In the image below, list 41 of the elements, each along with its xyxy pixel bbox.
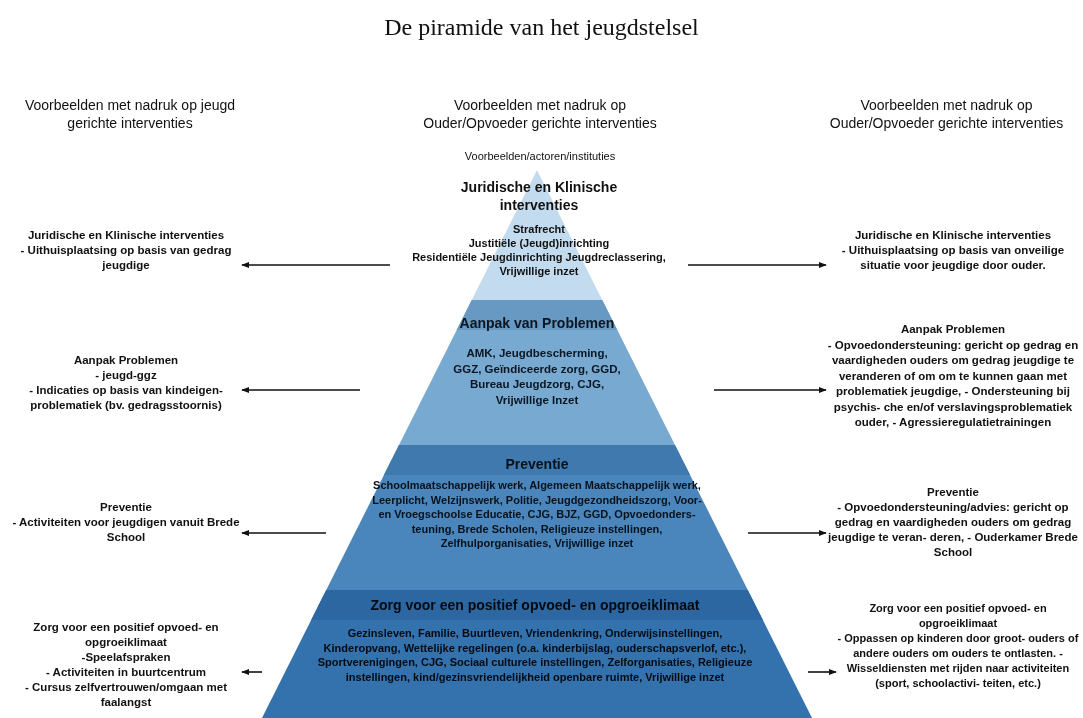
- level-text: Vrijwillige inzet: [498, 264, 580, 278]
- note-heading: Zorg voor een positief opvoed- en opgroeiklimaat: [868, 601, 1048, 631]
- note-text: - Opvoedondersteuning/advies: gericht op gedrag en vaardigheden ouders om gedrag jeugdige te veran- deren, - Ouderkamer Brede School: [826, 500, 1079, 560]
- note-heading: Aanpak Problemen: [899, 322, 1007, 337]
- arrow: [807, 668, 837, 676]
- note-text: - Indicaties op basis van kindeigen- problematiek (bv. gedragsstoornis): [28, 383, 224, 413]
- note-text: - Uithuisplaatsing op basis van onveilige situatie voor jeugdige door ouder.: [840, 243, 1066, 273]
- column-heading: Voorbeelden met nadruk op jeugd gerichte interventies: [23, 96, 237, 132]
- arrow: [241, 529, 327, 537]
- diagram-title: De piramide van het jeugdstelsel: [383, 14, 700, 41]
- arrow: [241, 261, 391, 269]
- arrow: [241, 668, 263, 676]
- note-text: - Activiteiten in buurtcentrum: [45, 665, 207, 680]
- arrow: [713, 386, 827, 394]
- note-text: - Oppassen op kinderen door groot- ouders of andere ouders om ouders te ontlasten. - Wisseldiensten met rijden naar activiteiten (sport, schoolactivi- teiten, etc.): [836, 631, 1080, 691]
- level-text: AMK, Jeugdbescherming, GGZ, Geïndiceerde zorg, GGD, Bureau Jeugdzorg, CJG, Vrijwillige Inzet: [452, 346, 622, 408]
- pyramid-caption: Voorbeelden/actoren/instituties: [463, 149, 617, 164]
- note-heading: Juridische en Klinische interventies: [853, 228, 1053, 243]
- note-text: - jeugd-ggz: [94, 368, 158, 383]
- level-heading: Aanpak van Problemen: [458, 314, 616, 332]
- note-heading: Preventie: [99, 500, 153, 515]
- level-text: Strafrecht: [512, 222, 566, 236]
- level-heading: Preventie: [504, 455, 570, 473]
- note-text: -Speelafspraken: [80, 650, 172, 665]
- note-text: - Cursus zelfvertrouwen/omgaan met faalangst: [24, 680, 228, 710]
- note-heading: Juridische en Klinische interventies: [26, 228, 226, 243]
- note-text: - Opvoedondersteuning: gericht op gedrag en vaardigheden ouders om gedrag jeugdige te veranderen of om om te kunnen gaan met problematiek jeugdige, - Ondersteuning bij psychis- che en/of verslavingsproblematiek ouder, - Agressieregulatietrainingen: [826, 337, 1080, 430]
- arrow: [241, 386, 361, 394]
- arrow: [687, 261, 827, 269]
- level-text: Residentiële Jeugdinrichting Jeugdreclassering,: [411, 250, 667, 264]
- pyramid-level: [326, 445, 748, 590]
- level-text: Justitiële (Jeugd)inrichting: [467, 236, 611, 250]
- note-heading: Preventie: [926, 485, 980, 500]
- column-heading: Voorbeelden met nadruk op Ouder/Opvoeder gerichte interventies: [422, 96, 658, 132]
- note-text: - Activiteiten voor jeugdigen vanuit Brede School: [11, 515, 241, 545]
- note-text: - Uithuisplaatsing op basis van gedrag jeugdige: [19, 243, 233, 273]
- arrow: [747, 529, 827, 537]
- note-heading: Zorg voor een positief opvoed- en opgroeiklimaat: [32, 620, 220, 650]
- column-heading: Voorbeelden met nadruk op Ouder/Opvoeder gerichte interventies: [828, 96, 1065, 132]
- note-heading: Aanpak Problemen: [72, 353, 180, 368]
- level-heading: Juridische en Klinische interventies: [459, 178, 619, 214]
